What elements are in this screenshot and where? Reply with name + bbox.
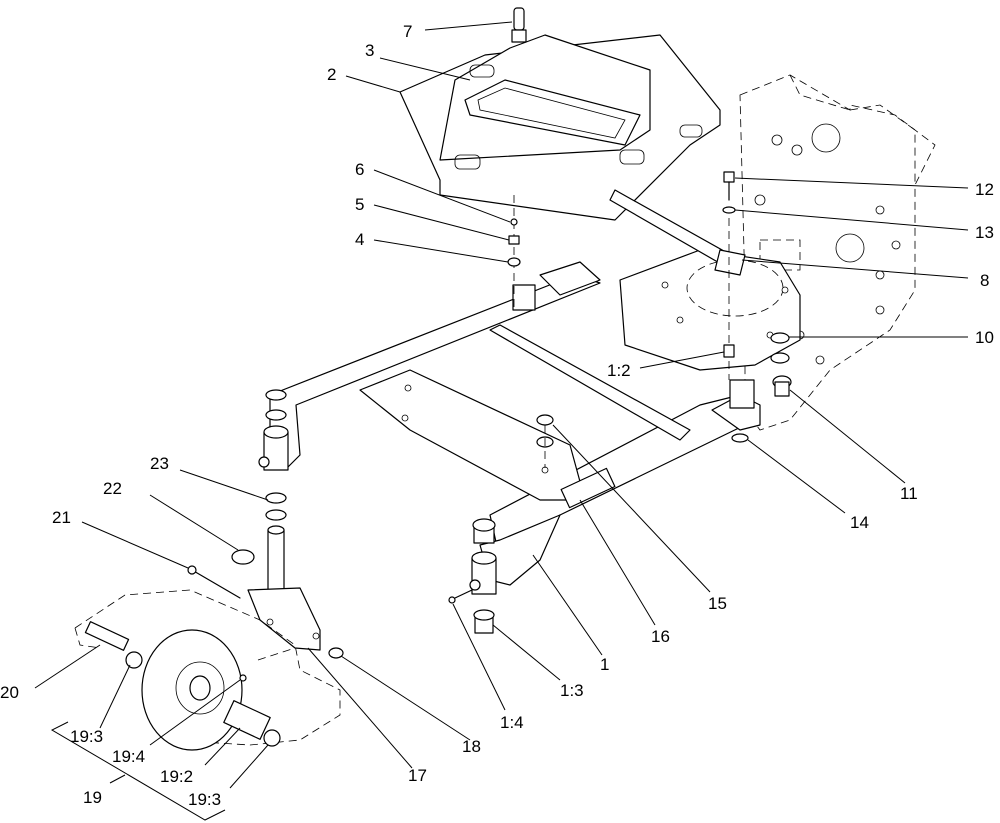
callout-1-4: 1:4 bbox=[500, 713, 524, 732]
callout-19-3-right: 19:3 bbox=[188, 790, 221, 809]
fastener-stack-right bbox=[722, 171, 736, 380]
callout-10: 10 bbox=[975, 328, 994, 347]
center-bushing-stack bbox=[536, 414, 554, 468]
callout-20: 20 bbox=[0, 683, 19, 702]
callout-23: 23 bbox=[150, 454, 169, 473]
callout-16: 16 bbox=[651, 627, 670, 646]
seat-pan bbox=[399, 34, 746, 276]
main-frame bbox=[269, 249, 801, 586]
callout-14: 14 bbox=[850, 513, 869, 532]
callout-19: 19 bbox=[83, 788, 102, 807]
callout-19-4: 19:4 bbox=[112, 747, 145, 766]
callout-11: 11 bbox=[900, 484, 918, 503]
callout-19-3-left: 19:3 bbox=[70, 727, 103, 746]
callout-22: 22 bbox=[103, 479, 122, 498]
callout-13: 13 bbox=[975, 223, 994, 242]
callout-6: 6 bbox=[355, 160, 364, 179]
callout-5: 5 bbox=[355, 195, 364, 214]
callout-3: 3 bbox=[365, 41, 374, 60]
left-caster-housing bbox=[258, 389, 289, 521]
callout-15: 15 bbox=[708, 594, 727, 613]
callout-7: 7 bbox=[403, 22, 412, 41]
callout-2: 2 bbox=[327, 65, 336, 84]
latch-part-7 bbox=[511, 7, 527, 43]
caster-wheel bbox=[74, 589, 341, 751]
callout-12: 12 bbox=[975, 180, 994, 199]
callout-18: 18 bbox=[462, 737, 481, 756]
callout-1: 1 bbox=[600, 655, 609, 674]
callout-17: 17 bbox=[408, 766, 427, 785]
callout-8: 8 bbox=[980, 271, 989, 290]
right-caster-housing bbox=[448, 518, 497, 634]
front-right-bushings bbox=[731, 332, 792, 443]
leader-lines bbox=[34, 21, 969, 821]
callout-19-2: 19:2 bbox=[160, 767, 193, 786]
engine-deck-frame bbox=[739, 74, 936, 431]
callout-4: 4 bbox=[355, 230, 364, 249]
fastener-stack-left bbox=[507, 195, 521, 310]
callout-labels: 7 3 2 6 5 4 12 13 8 10 1:2 11 14 23 22 2… bbox=[0, 22, 994, 809]
callout-1-2: 1:2 bbox=[607, 361, 631, 380]
callout-1-3: 1:3 bbox=[560, 681, 584, 700]
callout-21: 21 bbox=[52, 508, 71, 527]
caster-fork bbox=[187, 525, 344, 659]
